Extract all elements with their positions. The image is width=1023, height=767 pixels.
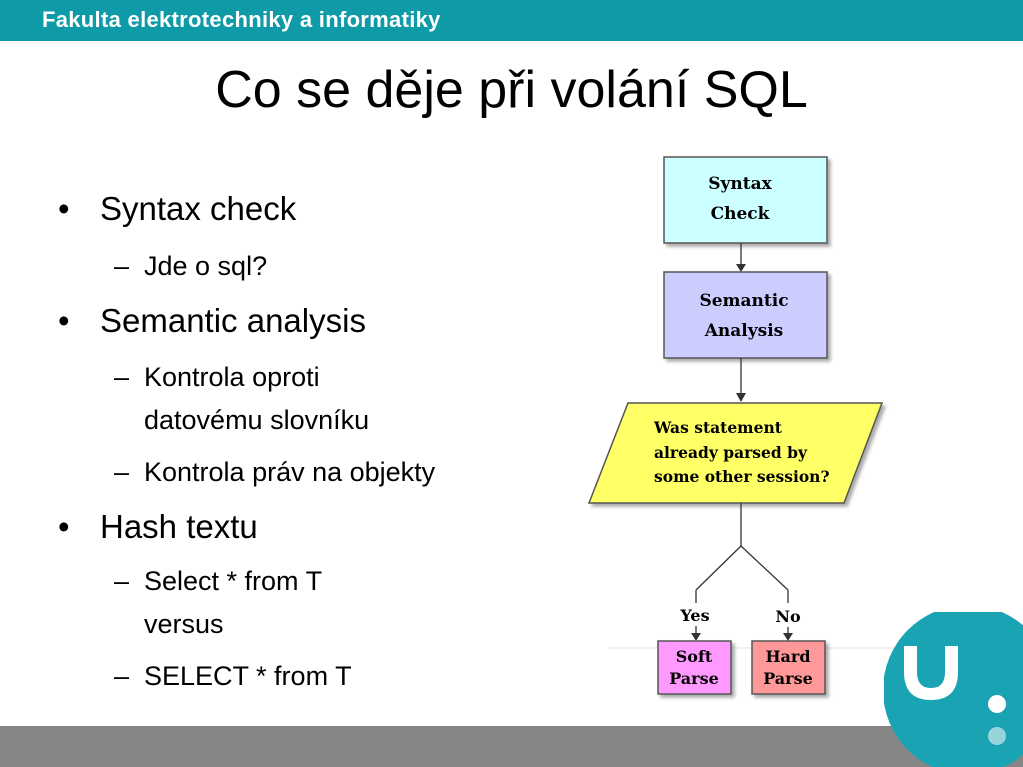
semantic-analysis-line2: Analysis [704,321,784,341]
soft-parse-line2: Parse [669,669,719,688]
decision-line1: Was statement [653,418,783,437]
bullet-label: Semantic analysis [100,302,366,339]
slide-title: Co se děje při volání SQL [215,61,808,119]
hard-parse-node: Hard Parse [751,640,826,695]
sub-bullet-label: Kontrola oproti [144,362,320,392]
bullet-icon: • [58,302,70,339]
arrow-down-icon [783,633,793,641]
hard-parse-line2: Parse [763,669,813,688]
bullet-icon: • [58,508,70,545]
semantic-analysis-node: Semantic Analysis [663,271,828,359]
decision-line3: some other session? [654,467,830,486]
decision-line2: already parsed by [654,443,808,462]
dash-icon: – [114,661,130,691]
connector-line [695,545,742,591]
connector-line [740,545,789,591]
bullet-label: Syntax check [100,190,297,227]
sub-bullet-label: Kontrola práv na objekty [144,457,436,487]
dash-icon: – [114,566,130,596]
yes-label: Yes [679,606,709,625]
hard-parse-line1: Hard [765,647,810,666]
sub-bullet-label: datovému slovníku [144,405,370,435]
sub-bullet-label: Select * from T [144,566,323,596]
semantic-analysis-line1: Semantic [699,291,788,311]
parse-flowchart: Syntax Check Semantic Analysis Was state… [587,156,900,695]
bullet-label: Hash textu [100,508,258,545]
university-logo-icon [884,612,1023,767]
sub-bullet-label: SELECT * from T [144,661,352,691]
arrow-down-icon [736,264,746,272]
syntax-check-line2: Check [711,204,771,224]
dash-icon: – [114,251,130,281]
arrow-down-icon [691,633,701,641]
footer-bar [0,726,1023,767]
soft-parse-node: Soft Parse [657,640,732,695]
arrow-down-icon [736,393,746,402]
soft-parse-line1: Soft [676,647,713,666]
no-label: No [775,607,801,626]
sub-bullet-label: Jde o sql? [144,251,268,281]
syntax-check-node: Syntax Check [663,156,828,244]
faculty-name: Fakulta elektrotechniky a informatiky [42,7,441,32]
bullet-icon: • [58,190,70,227]
syntax-check-line1: Syntax [708,174,772,194]
decision-node: Was statement already parsed by some oth… [587,402,884,504]
header-bar: Fakulta elektrotechniky a informatiky [0,0,1023,41]
dash-icon: – [114,457,130,487]
sub-bullet-label: versus [144,609,224,639]
dash-icon: – [114,362,130,392]
